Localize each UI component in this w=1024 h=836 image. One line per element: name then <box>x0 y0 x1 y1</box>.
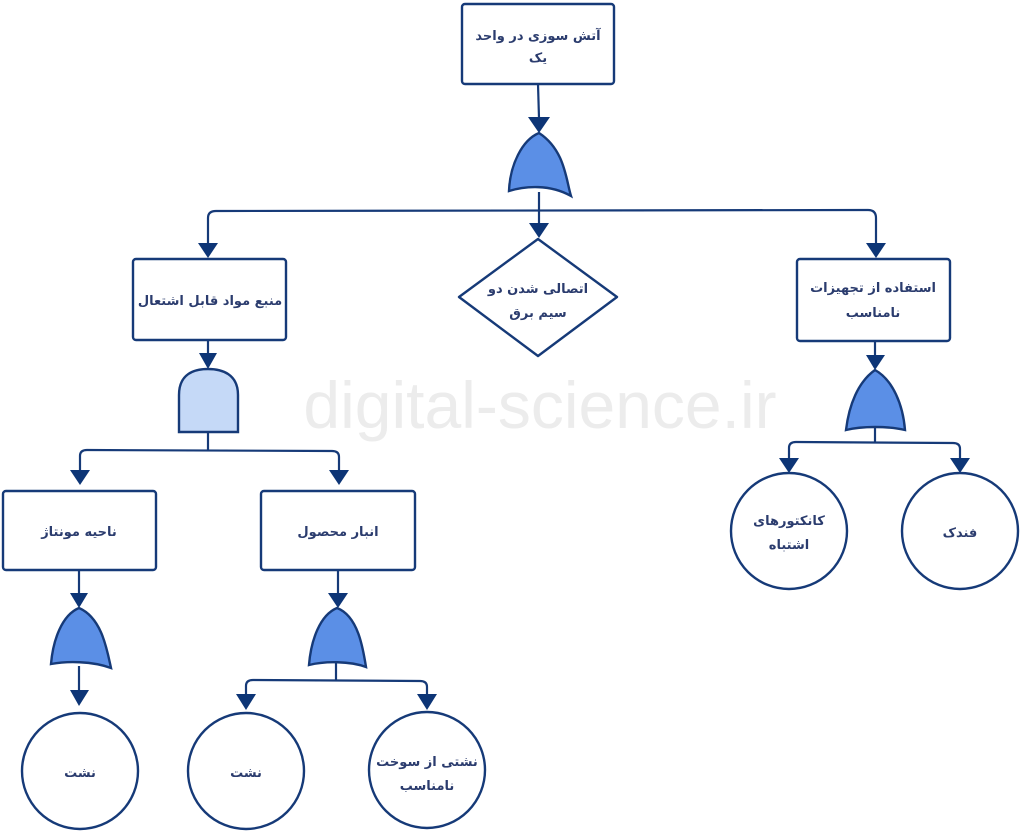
wrong-connectors-label-line-1: کانکتورهای <box>753 514 825 529</box>
arrow-icon <box>70 470 90 485</box>
connector-branch-right <box>787 440 962 460</box>
or-gate-icon <box>507 131 574 199</box>
event-rectangle <box>1 489 158 572</box>
arrow-icon <box>529 223 549 238</box>
flammable-source-label: منبع مواد قابل اشتعال <box>138 294 282 309</box>
arrow-icon <box>417 694 437 710</box>
arrow-icon <box>528 117 550 133</box>
arrow-icon <box>199 353 217 369</box>
lighter-label: فندک <box>943 526 978 541</box>
connector-branch-warehouse <box>244 678 429 696</box>
arrow-icon <box>328 593 348 608</box>
leak-warehouse-label: نشت <box>230 766 262 781</box>
event-rectangle <box>259 489 417 572</box>
product-warehouse-box: انبار محصول <box>259 489 417 572</box>
leak-warehouse-circle: نشت <box>186 711 306 831</box>
wire-short-diamond: اتصالی شدن دو سیم برق <box>457 237 619 358</box>
montage-or-gate <box>49 606 113 670</box>
or-gate-icon <box>844 368 907 432</box>
event-rectangle <box>795 257 952 343</box>
watermark: digital-science.ir <box>303 368 776 442</box>
improper-equipment-box: استفاده از تجهیزات نامناسب <box>795 257 952 343</box>
fuel-leak-label-line-1: نشتی از سوخت <box>376 755 478 770</box>
connectors <box>70 83 970 710</box>
basic-event-circle <box>729 471 849 591</box>
arrow-icon <box>70 593 88 608</box>
basic-event-circle <box>900 471 1020 591</box>
wire-short-label-line-2: سیم برق <box>509 306 566 321</box>
or-gate-icon <box>307 606 368 669</box>
lighter-circle: فندک <box>900 471 1020 591</box>
flammable-source-box: منبع مواد قابل اشتعال <box>131 257 288 342</box>
event-rectangle <box>131 257 288 342</box>
wrong-connectors-label-line-2: اشتباه <box>769 538 809 553</box>
leak-montage-label: نشت <box>64 766 96 781</box>
wrong-connectors-circle: کانکتورهای اشتباه <box>729 471 849 591</box>
or-gate-icon <box>49 606 113 670</box>
top-event-label-line-1: آتش سوزی در واحد <box>475 27 601 44</box>
arrow-icon <box>329 470 349 485</box>
basic-event-circle <box>186 711 306 831</box>
fuel-leak-label-line-2: نامناسب <box>400 779 455 794</box>
connector-branch-and <box>78 448 341 472</box>
equipment-or-gate <box>844 368 907 432</box>
improper-equipment-label-line-2: نامناسب <box>846 306 901 321</box>
event-rectangle <box>460 2 616 86</box>
basic-event-circle <box>367 710 487 830</box>
top-or-gate <box>507 131 574 199</box>
flammable-and-gate <box>177 367 240 434</box>
fuel-leak-circle: نشتی از سوخت نامناسب <box>367 710 487 830</box>
wire-short-label-line-1: اتصالی شدن دو <box>487 282 588 297</box>
connector-branch-top <box>206 208 878 243</box>
arrow-icon <box>236 694 256 710</box>
basic-event-circle <box>20 711 140 831</box>
arrow-icon <box>779 458 799 473</box>
connector-top-to-gate <box>536 83 541 119</box>
arrow-icon <box>950 458 970 473</box>
improper-equipment-label-line-1: استفاده از تجهیزات <box>810 281 936 296</box>
top-event-box: آتش سوزی در واحد یک <box>460 2 616 86</box>
product-warehouse-label: انبار محصول <box>297 525 378 540</box>
and-gate-icon <box>177 367 240 434</box>
event-diamond <box>457 237 619 358</box>
leak-montage-circle: نشت <box>20 711 140 831</box>
arrow-icon <box>198 243 218 258</box>
arrow-icon <box>866 243 886 258</box>
montage-area-label: ناحیه مونتاژ <box>40 525 117 540</box>
arrow-icon <box>866 355 885 370</box>
top-event-label-line-2: یک <box>529 51 547 66</box>
warehouse-or-gate <box>307 606 368 669</box>
montage-area-box: ناحیه مونتاژ <box>1 489 158 572</box>
arrow-icon <box>70 690 89 706</box>
